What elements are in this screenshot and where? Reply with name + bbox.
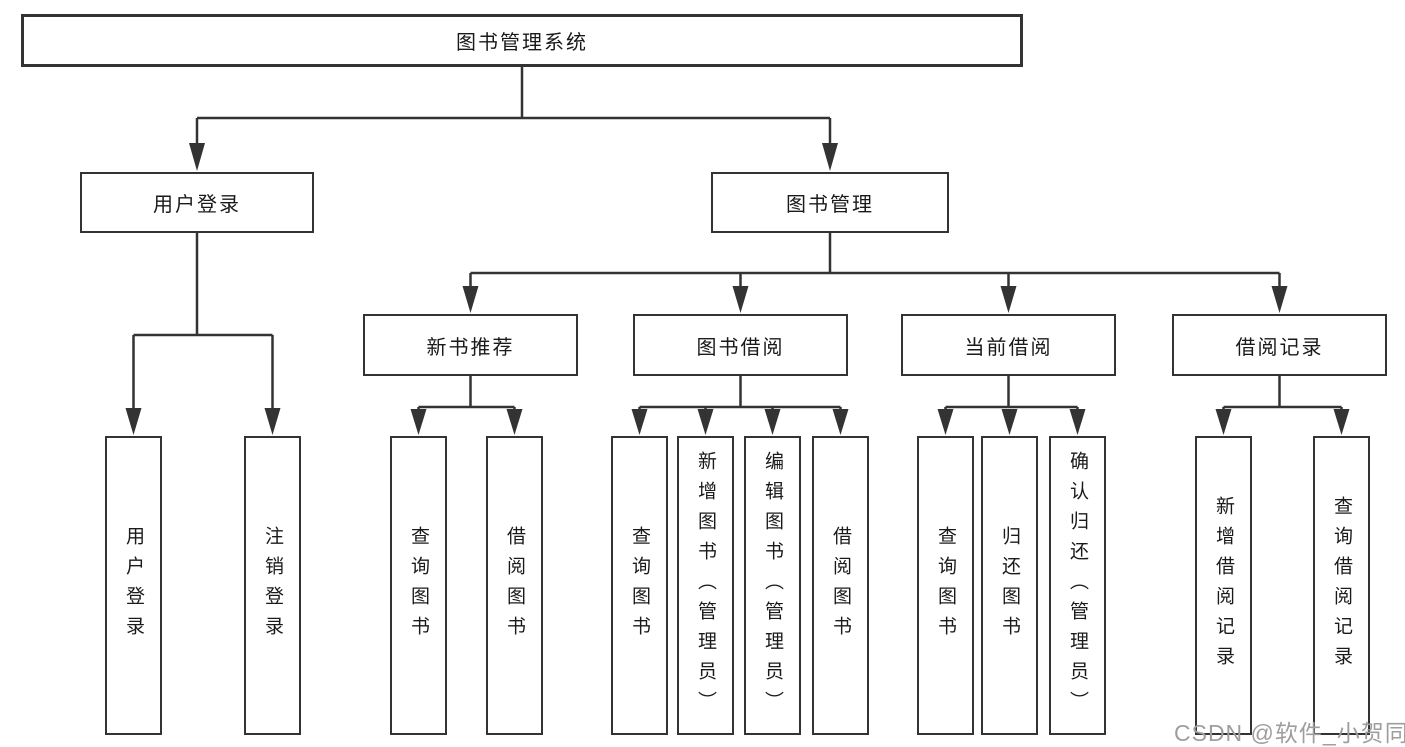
leaf-recommend-query-books: 查询图书: [390, 436, 447, 735]
connector-user-login-children: [125, 233, 281, 435]
leaf-recommend-borrow-books-label: 借阅图书: [504, 525, 525, 646]
csdn-watermark: CSDN @软件_小贺同学: [1174, 720, 1405, 746]
leaf-borrow-add-books-admin-label: 新增图书（管理员）: [695, 450, 716, 721]
leaf-borrow-edit-books-admin-label: 编辑图书（管理员）: [762, 450, 783, 721]
leaf-recommend-borrow-books: 借阅图书: [486, 436, 543, 735]
leaf-logout: 注销登录: [244, 436, 301, 735]
leaf-user-login: 用户登录: [105, 436, 162, 735]
connector-book-management-children: [462, 233, 1288, 313]
leaf-current-query-books-label: 查询图书: [935, 525, 956, 646]
leaf-current-query-books: 查询图书: [917, 436, 974, 735]
connector-root-to-level2: [189, 67, 838, 171]
leaf-records-add-record-label: 新增借阅记录: [1213, 495, 1234, 676]
leaf-borrow-query-books-label: 查询图书: [629, 525, 650, 646]
leaf-borrow-borrow-books-label: 借阅图书: [830, 525, 851, 646]
connector-new-book-recommend-children: [410, 376, 523, 435]
leaf-current-confirm-return-admin-label: 确认归还（管理员）: [1067, 450, 1088, 721]
leaf-borrow-edit-books-admin: 编辑图书（管理员）: [744, 436, 801, 735]
node-book-borrow: 图书借阅: [633, 314, 848, 376]
leaf-borrow-add-books-admin: 新增图书（管理员）: [677, 436, 734, 735]
connector-borrow-records-children: [1215, 376, 1350, 435]
leaf-logout-label: 注销登录: [262, 525, 283, 646]
node-root: 图书管理系统: [21, 14, 1023, 67]
leaf-records-query-record: 查询借阅记录: [1313, 436, 1370, 735]
connector-book-borrow-children: [631, 376, 849, 435]
node-user-login: 用户登录: [80, 172, 314, 233]
node-new-book-recommend: 新书推荐: [363, 314, 578, 376]
leaf-user-login-label: 用户登录: [123, 525, 144, 646]
leaf-current-confirm-return-admin: 确认归还（管理员）: [1049, 436, 1106, 735]
leaf-recommend-query-books-label: 查询图书: [408, 525, 429, 646]
node-borrow-records: 借阅记录: [1172, 314, 1387, 376]
leaf-current-return-books: 归还图书: [981, 436, 1038, 735]
leaf-records-query-record-label: 查询借阅记录: [1331, 495, 1352, 676]
leaf-records-add-record: 新增借阅记录: [1195, 436, 1252, 735]
leaf-borrow-borrow-books: 借阅图书: [812, 436, 869, 735]
leaf-current-return-books-label: 归还图书: [999, 525, 1020, 646]
node-current-borrow: 当前借阅: [901, 314, 1116, 376]
node-book-management: 图书管理: [711, 172, 949, 233]
leaf-borrow-query-books: 查询图书: [611, 436, 668, 735]
connector-current-borrow-children: [937, 376, 1086, 435]
